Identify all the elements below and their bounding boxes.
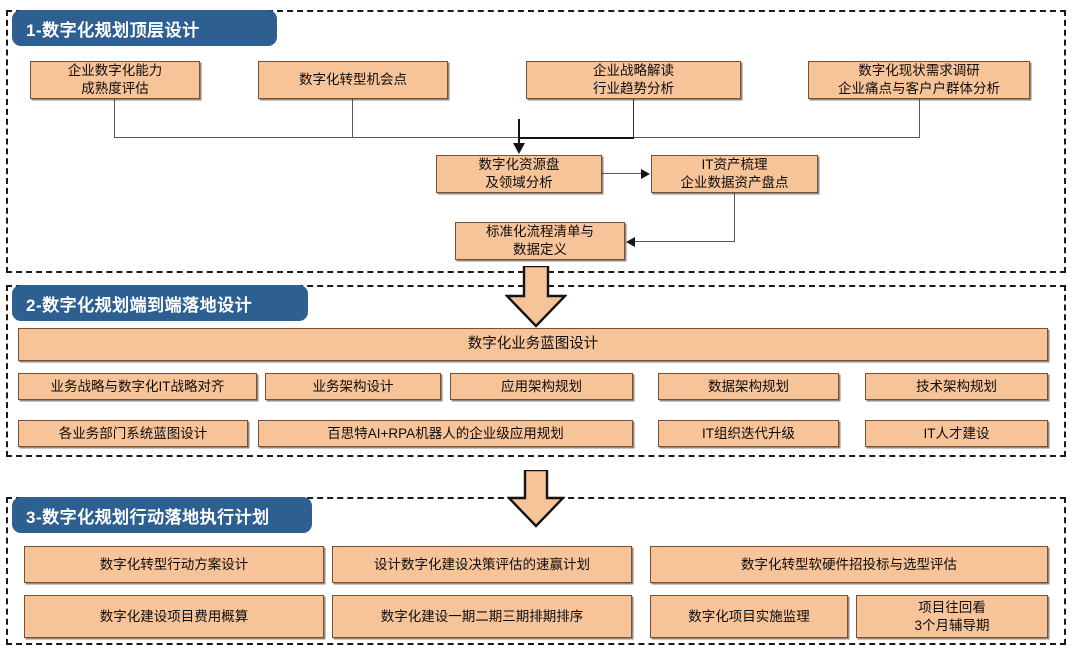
- process-box-hardware-software-bidding[interactable]: 数字化转型软硬件招投标与选型评估: [650, 546, 1048, 583]
- connector-bus-horizontal: [114, 137, 920, 139]
- box-line: 数据架构规划: [708, 378, 789, 394]
- box-line: 数字化资源盘: [478, 157, 560, 173]
- box-line: 数字化转型机会点: [299, 72, 407, 88]
- box-line: IT人才建设: [923, 425, 990, 441]
- process-box-business-it-strategy-alignment[interactable]: 业务战略与数字化IT战略对齐: [18, 373, 257, 400]
- process-box-standard-process-list[interactable]: 标准化流程清单与 数据定义: [455, 222, 625, 260]
- process-box-strategy-interpretation[interactable]: 企业战略解读 行业趋势分析: [526, 61, 741, 99]
- box-line: 3个月辅导期: [914, 617, 990, 633]
- section-header-label: 2-数字化规划端到端落地设计: [26, 295, 253, 315]
- box-line: 企业痛点与客户户群体分析: [838, 81, 1000, 96]
- box-line: 企业战略解读: [593, 63, 674, 79]
- box-line: 数字化项目实施监理: [688, 608, 810, 624]
- process-box-it-asset-inventory[interactable]: IT资产梳理 企业数据资产盘点: [651, 155, 818, 193]
- box-line: IT组织迭代升级: [702, 425, 795, 441]
- connector-h-to-standardization: [634, 241, 735, 243]
- box-line: 应用架构规划: [501, 378, 582, 394]
- box-line: 设计数字化建设决策评估的速赢计划: [374, 556, 590, 572]
- process-box-department-system-blueprint[interactable]: 各业务部门系统蓝图设计: [18, 420, 248, 447]
- section-header-action-plan: 3-数字化规划行动落地执行计划: [12, 497, 312, 533]
- arrow-section1-to-section2: [505, 266, 567, 328]
- box-line: 各业务部门系统蓝图设计: [58, 425, 208, 441]
- arrowhead-to-it-asset: [641, 169, 650, 179]
- box-line: 数字化现状需求调研: [858, 63, 980, 79]
- box-line: 数字化建设项目费用概算: [99, 608, 249, 624]
- connector-v-box4: [919, 99, 921, 138]
- box-line: 成熟度评估: [81, 81, 149, 96]
- section-header-label: 1-数字化规划顶层设计: [26, 20, 200, 40]
- process-box-current-state-research[interactable]: 数字化现状需求调研 企业痛点与客户户群体分析: [808, 61, 1030, 99]
- box-line: 数字化建设一期二期三期排期排序: [380, 608, 584, 624]
- process-box-it-org-iteration[interactable]: IT组织迭代升级: [658, 420, 839, 447]
- arrowhead-to-resource-box: [513, 143, 525, 154]
- process-box-quick-win-plan[interactable]: 设计数字化建设决策评估的速赢计划: [332, 546, 632, 583]
- box-line: 业务架构设计: [312, 378, 394, 394]
- connector-v-itasset-down: [734, 193, 736, 242]
- section-header-top-design: 1-数字化规划顶层设计: [12, 10, 277, 46]
- box-line: 及领域分析: [485, 175, 553, 190]
- section-header-label: 3-数字化规划行动落地执行计划: [26, 507, 270, 527]
- process-box-application-architecture-plan[interactable]: 应用架构规划: [450, 373, 633, 400]
- box-line: 技术架构规划: [916, 378, 997, 394]
- box-line: 标准化流程清单与: [486, 224, 594, 240]
- connector-v-box2: [352, 99, 354, 138]
- connector-v-box1: [114, 99, 116, 138]
- arrow-section2-to-section3: [507, 470, 565, 528]
- connector-resource-to-itasset: [602, 173, 642, 175]
- box-line: 企业数字化能力: [67, 63, 163, 79]
- process-box-transformation-opportunities[interactable]: 数字化转型机会点: [258, 61, 448, 99]
- box-line: 数字化转型软硬件招投标与选型评估: [741, 556, 957, 572]
- process-box-data-architecture-plan[interactable]: 数据架构规划: [658, 373, 839, 400]
- process-box-digital-resource-inventory[interactable]: 数字化资源盘 及领域分析: [436, 155, 602, 193]
- process-box-project-cost-budget[interactable]: 数字化建设项目费用概算: [24, 595, 324, 638]
- process-box-it-talent-development[interactable]: IT人才建设: [865, 420, 1048, 447]
- box-line: IT资产梳理: [701, 157, 768, 173]
- process-box-project-review-coaching[interactable]: 项目往回看 3个月辅导期: [856, 595, 1048, 638]
- connector-v-to-resource-box: [518, 119, 521, 145]
- arrowhead-to-standardization: [626, 237, 635, 247]
- process-box-technology-architecture-plan[interactable]: 技术架构规划: [865, 373, 1048, 400]
- process-box-ai-rpa-enterprise-plan[interactable]: 百思特AI+RPA机器人的企业级应用规划: [258, 420, 633, 447]
- process-box-transformation-action-plan[interactable]: 数字化转型行动方案设计: [24, 546, 324, 583]
- box-line: 数字化转型行动方案设计: [99, 556, 249, 572]
- section-header-end-to-end: 2-数字化规划端到端落地设计: [12, 285, 308, 321]
- box-line: 数据定义: [513, 242, 567, 257]
- process-box-project-supervision[interactable]: 数字化项目实施监理: [650, 595, 848, 638]
- box-line: 百思特AI+RPA机器人的企业级应用规划: [327, 425, 564, 441]
- process-box-phase-scheduling[interactable]: 数字化建设一期二期三期排期排序: [332, 595, 632, 638]
- process-box-business-blueprint-banner[interactable]: 数字化业务蓝图设计: [18, 328, 1048, 361]
- process-box-business-architecture-design[interactable]: 业务架构设计: [265, 373, 441, 400]
- box-line: 行业趋势分析: [593, 81, 674, 96]
- box-line: 项目往回看: [918, 599, 986, 615]
- connector-h-to-resource-stem: [518, 137, 634, 139]
- box-line: 业务战略与数字化IT战略对齐: [50, 378, 225, 394]
- box-line: 企业数据资产盘点: [680, 175, 789, 190]
- connector-v-box3: [633, 99, 635, 138]
- box-line: 数字化业务蓝图设计: [467, 335, 599, 352]
- process-box-capability-maturity[interactable]: 企业数字化能力 成熟度评估: [30, 61, 200, 99]
